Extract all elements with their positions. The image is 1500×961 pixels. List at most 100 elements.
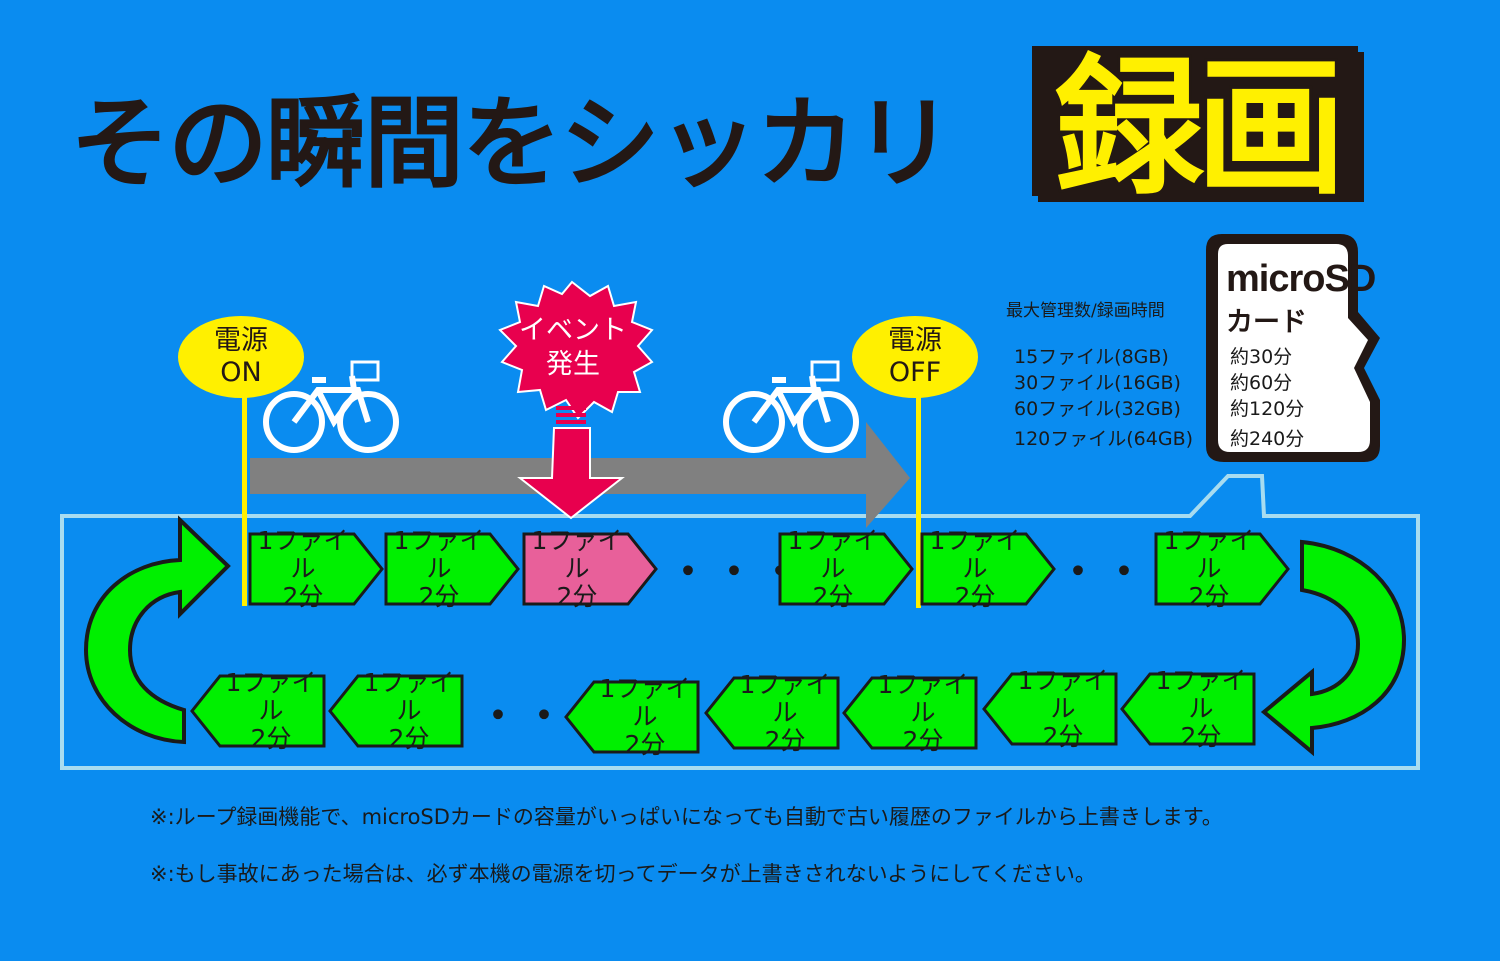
file-chip-line2: 2分 bbox=[624, 730, 666, 759]
spec-row-time: 約120分 bbox=[1230, 398, 1305, 420]
file-chip-line1: 1ファイル bbox=[225, 668, 317, 725]
loop-frame bbox=[60, 474, 1420, 770]
file-chip-line2: 2分 bbox=[764, 726, 806, 755]
file-chip-line1: 1ファイル bbox=[393, 526, 485, 583]
file-chip-line2: 2分 bbox=[902, 726, 944, 755]
file-chip-line2: 2分 bbox=[282, 582, 324, 611]
power-off-label: 電源 OFF bbox=[852, 316, 978, 398]
file-chip-line1: 1ファイル bbox=[257, 526, 349, 583]
file-chip-line2: 2分 bbox=[1042, 722, 1084, 751]
file-chip-line2: 2分 bbox=[954, 582, 996, 611]
loop-arrow-right-icon bbox=[1260, 539, 1407, 757]
file-chip-line1: 1ファイル bbox=[739, 670, 831, 727]
headline-emphasis: 録画 bbox=[1032, 44, 1364, 204]
file-chip-shape bbox=[982, 672, 1118, 746]
headline: その瞬間をシッカリ bbox=[70, 85, 954, 202]
spec-heading: 最大管理数/録画時間 bbox=[1006, 301, 1165, 321]
file-chip-shape bbox=[842, 676, 978, 750]
file-chip-shape bbox=[564, 680, 700, 754]
file-chip-line2: 2分 bbox=[812, 582, 854, 611]
file-chip-shape bbox=[384, 532, 520, 606]
file-chip-line2: 2分 bbox=[556, 582, 598, 611]
file-chip-shape bbox=[328, 674, 464, 748]
headline-emphasis-text: 録画 bbox=[1054, 44, 1338, 204]
power-off-line1: 電源 bbox=[888, 325, 942, 356]
file-chip-line1: 1ファイル bbox=[929, 526, 1021, 583]
file-chip-line2: 2分 bbox=[418, 582, 460, 611]
sd-card-title: microSD bbox=[1226, 258, 1376, 300]
file-chip-line2: 2分 bbox=[250, 724, 292, 753]
file-chip-line1: 1ファイル bbox=[531, 526, 623, 583]
file-chip-shape bbox=[778, 532, 914, 606]
file-chip-shape bbox=[920, 532, 1056, 606]
file-chip-line1: 1ファイル bbox=[1155, 666, 1247, 723]
power-on-line2: ON bbox=[220, 357, 262, 388]
power-off-line2: OFF bbox=[888, 357, 942, 388]
event-down-arrow-icon bbox=[517, 406, 625, 520]
file-chip-shape bbox=[704, 676, 840, 750]
file-chip-line2: 2分 bbox=[1188, 582, 1230, 611]
file-chip-line1: 1ファイル bbox=[363, 668, 455, 725]
power-on-label: 電源 ON bbox=[178, 316, 304, 398]
file-chip-line1: 1ファイル bbox=[1163, 526, 1255, 583]
power-off-line bbox=[916, 388, 921, 608]
spec-row-files: 30ファイル(16GB) bbox=[1014, 372, 1181, 394]
spec-row-time: 約30分 bbox=[1230, 346, 1293, 368]
spec-row-files: 60ファイル(32GB) bbox=[1014, 398, 1181, 420]
bicycle-icon bbox=[723, 360, 859, 453]
bicycle-icon bbox=[263, 360, 399, 453]
file-chip-shape bbox=[1154, 532, 1290, 606]
sd-card-subtitle: カード bbox=[1226, 307, 1307, 338]
spec-row-files: 120ファイル(64GB) bbox=[1014, 428, 1194, 450]
note-2: ※:もし事故にあった場合は、必ず本機の電源を切ってデータが上書きされないようにし… bbox=[150, 862, 1096, 886]
spec-row-time: 約60分 bbox=[1230, 372, 1293, 394]
loop-arrow-left-icon bbox=[83, 515, 231, 745]
file-chip-line1: 1ファイル bbox=[1017, 666, 1109, 723]
note-1: ※:ループ録画機能で、microSDカードの容量がいっぱいになっても自動で古い履… bbox=[150, 805, 1223, 829]
file-chip-line2: 2分 bbox=[1180, 722, 1222, 751]
file-chip-shape bbox=[1120, 672, 1256, 746]
file-chip-line1: 1ファイル bbox=[787, 526, 879, 583]
power-on-line1: 電源 bbox=[214, 325, 268, 356]
file-chip-shape bbox=[522, 532, 658, 606]
event-line1: イベント bbox=[519, 315, 627, 346]
file-chip-line1: 1ファイル bbox=[877, 670, 969, 727]
file-chip-line2: 2分 bbox=[388, 724, 430, 753]
event-label: イベント 発生 bbox=[510, 314, 636, 382]
spec-row-time: 約240分 bbox=[1230, 428, 1305, 450]
power-on-line bbox=[242, 388, 247, 606]
file-chip-shape bbox=[248, 532, 384, 606]
file-chip-line1: 1ファイル bbox=[599, 674, 691, 731]
spec-row-files: 15ファイル(8GB) bbox=[1014, 346, 1169, 368]
event-burst-icon bbox=[498, 280, 654, 420]
file-chip-shape bbox=[190, 674, 326, 748]
